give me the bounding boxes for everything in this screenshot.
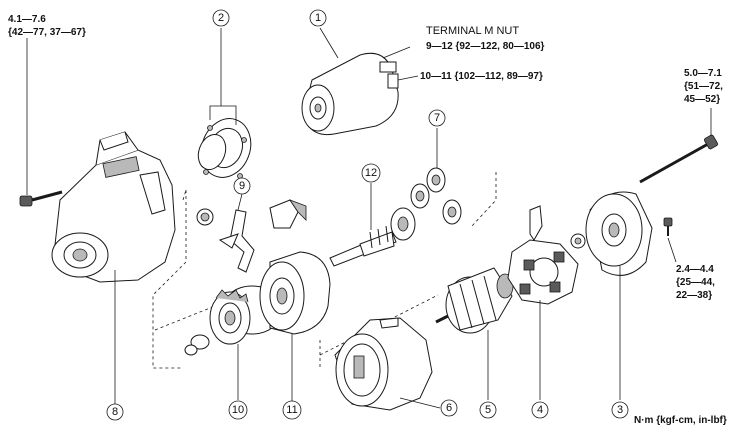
gasket-plates xyxy=(197,28,252,179)
terminal-b-torque: 10—11 {102—112, 89—97} xyxy=(420,71,543,82)
callout-7: 7 xyxy=(428,109,446,127)
front-housing xyxy=(51,131,176,405)
callout-7-text: 7 xyxy=(434,112,440,124)
bolt-torque-line2: {42—77, 37—67} xyxy=(8,27,86,38)
callout-11: 11 xyxy=(282,400,302,420)
callout-4: 4 xyxy=(531,401,549,419)
callout-2-text: 2 xyxy=(218,12,224,24)
terminal-m-nut-title: TERMINAL M NUT xyxy=(426,25,519,37)
callout-11-text: 11 xyxy=(286,404,297,416)
through-bolt xyxy=(639,108,718,184)
output-shaft xyxy=(329,183,416,267)
callout-3-text: 3 xyxy=(617,404,623,416)
planetary-gears xyxy=(410,128,462,225)
screw-torque-line3: 22—38} xyxy=(676,290,712,301)
drive-lever xyxy=(196,193,307,273)
armature xyxy=(435,267,514,400)
callout-6-text: 6 xyxy=(446,402,452,414)
callout-9: 9 xyxy=(233,177,251,195)
callout-5-text: 5 xyxy=(485,404,491,416)
callout-10-text: 10 xyxy=(232,404,244,416)
callout-8-text: 8 xyxy=(112,406,118,418)
screw-torque-line1: 2.4—4.4 xyxy=(676,264,714,275)
through-bolt-torque-line1: 5.0—7.1 xyxy=(684,68,722,79)
callout-3: 3 xyxy=(611,401,629,419)
brush-holder xyxy=(507,205,579,400)
yoke-field-frame xyxy=(334,317,441,411)
callout-1-text: 1 xyxy=(315,12,321,24)
housing-bolt xyxy=(19,38,63,207)
terminal-m-torque: 9—12 {92—122, 80—106} xyxy=(426,41,545,52)
callout-4-text: 4 xyxy=(537,404,543,416)
screw-torque-line2: {25—44, xyxy=(676,277,715,288)
callout-5: 5 xyxy=(479,401,497,419)
rear-cover xyxy=(570,191,677,400)
callout-12-text: 12 xyxy=(365,167,377,179)
through-bolt-torque-line3: 45—52} xyxy=(684,94,720,105)
solenoid-switch xyxy=(301,27,419,136)
through-bolt-torque-line2: {51—72, xyxy=(684,81,723,92)
callout-12: 12 xyxy=(361,163,381,183)
callout-6: 6 xyxy=(440,399,458,417)
callout-2: 2 xyxy=(212,9,230,27)
units-note: N·m {kgf-cm, in-lbf} xyxy=(634,415,727,426)
center-bearing xyxy=(259,251,331,402)
callout-9-text: 9 xyxy=(239,180,245,192)
callout-8: 8 xyxy=(106,403,124,421)
callout-1: 1 xyxy=(309,9,327,27)
bolt-torque-line1: 4.1—7.6 xyxy=(8,14,46,25)
callout-10: 10 xyxy=(228,400,248,420)
